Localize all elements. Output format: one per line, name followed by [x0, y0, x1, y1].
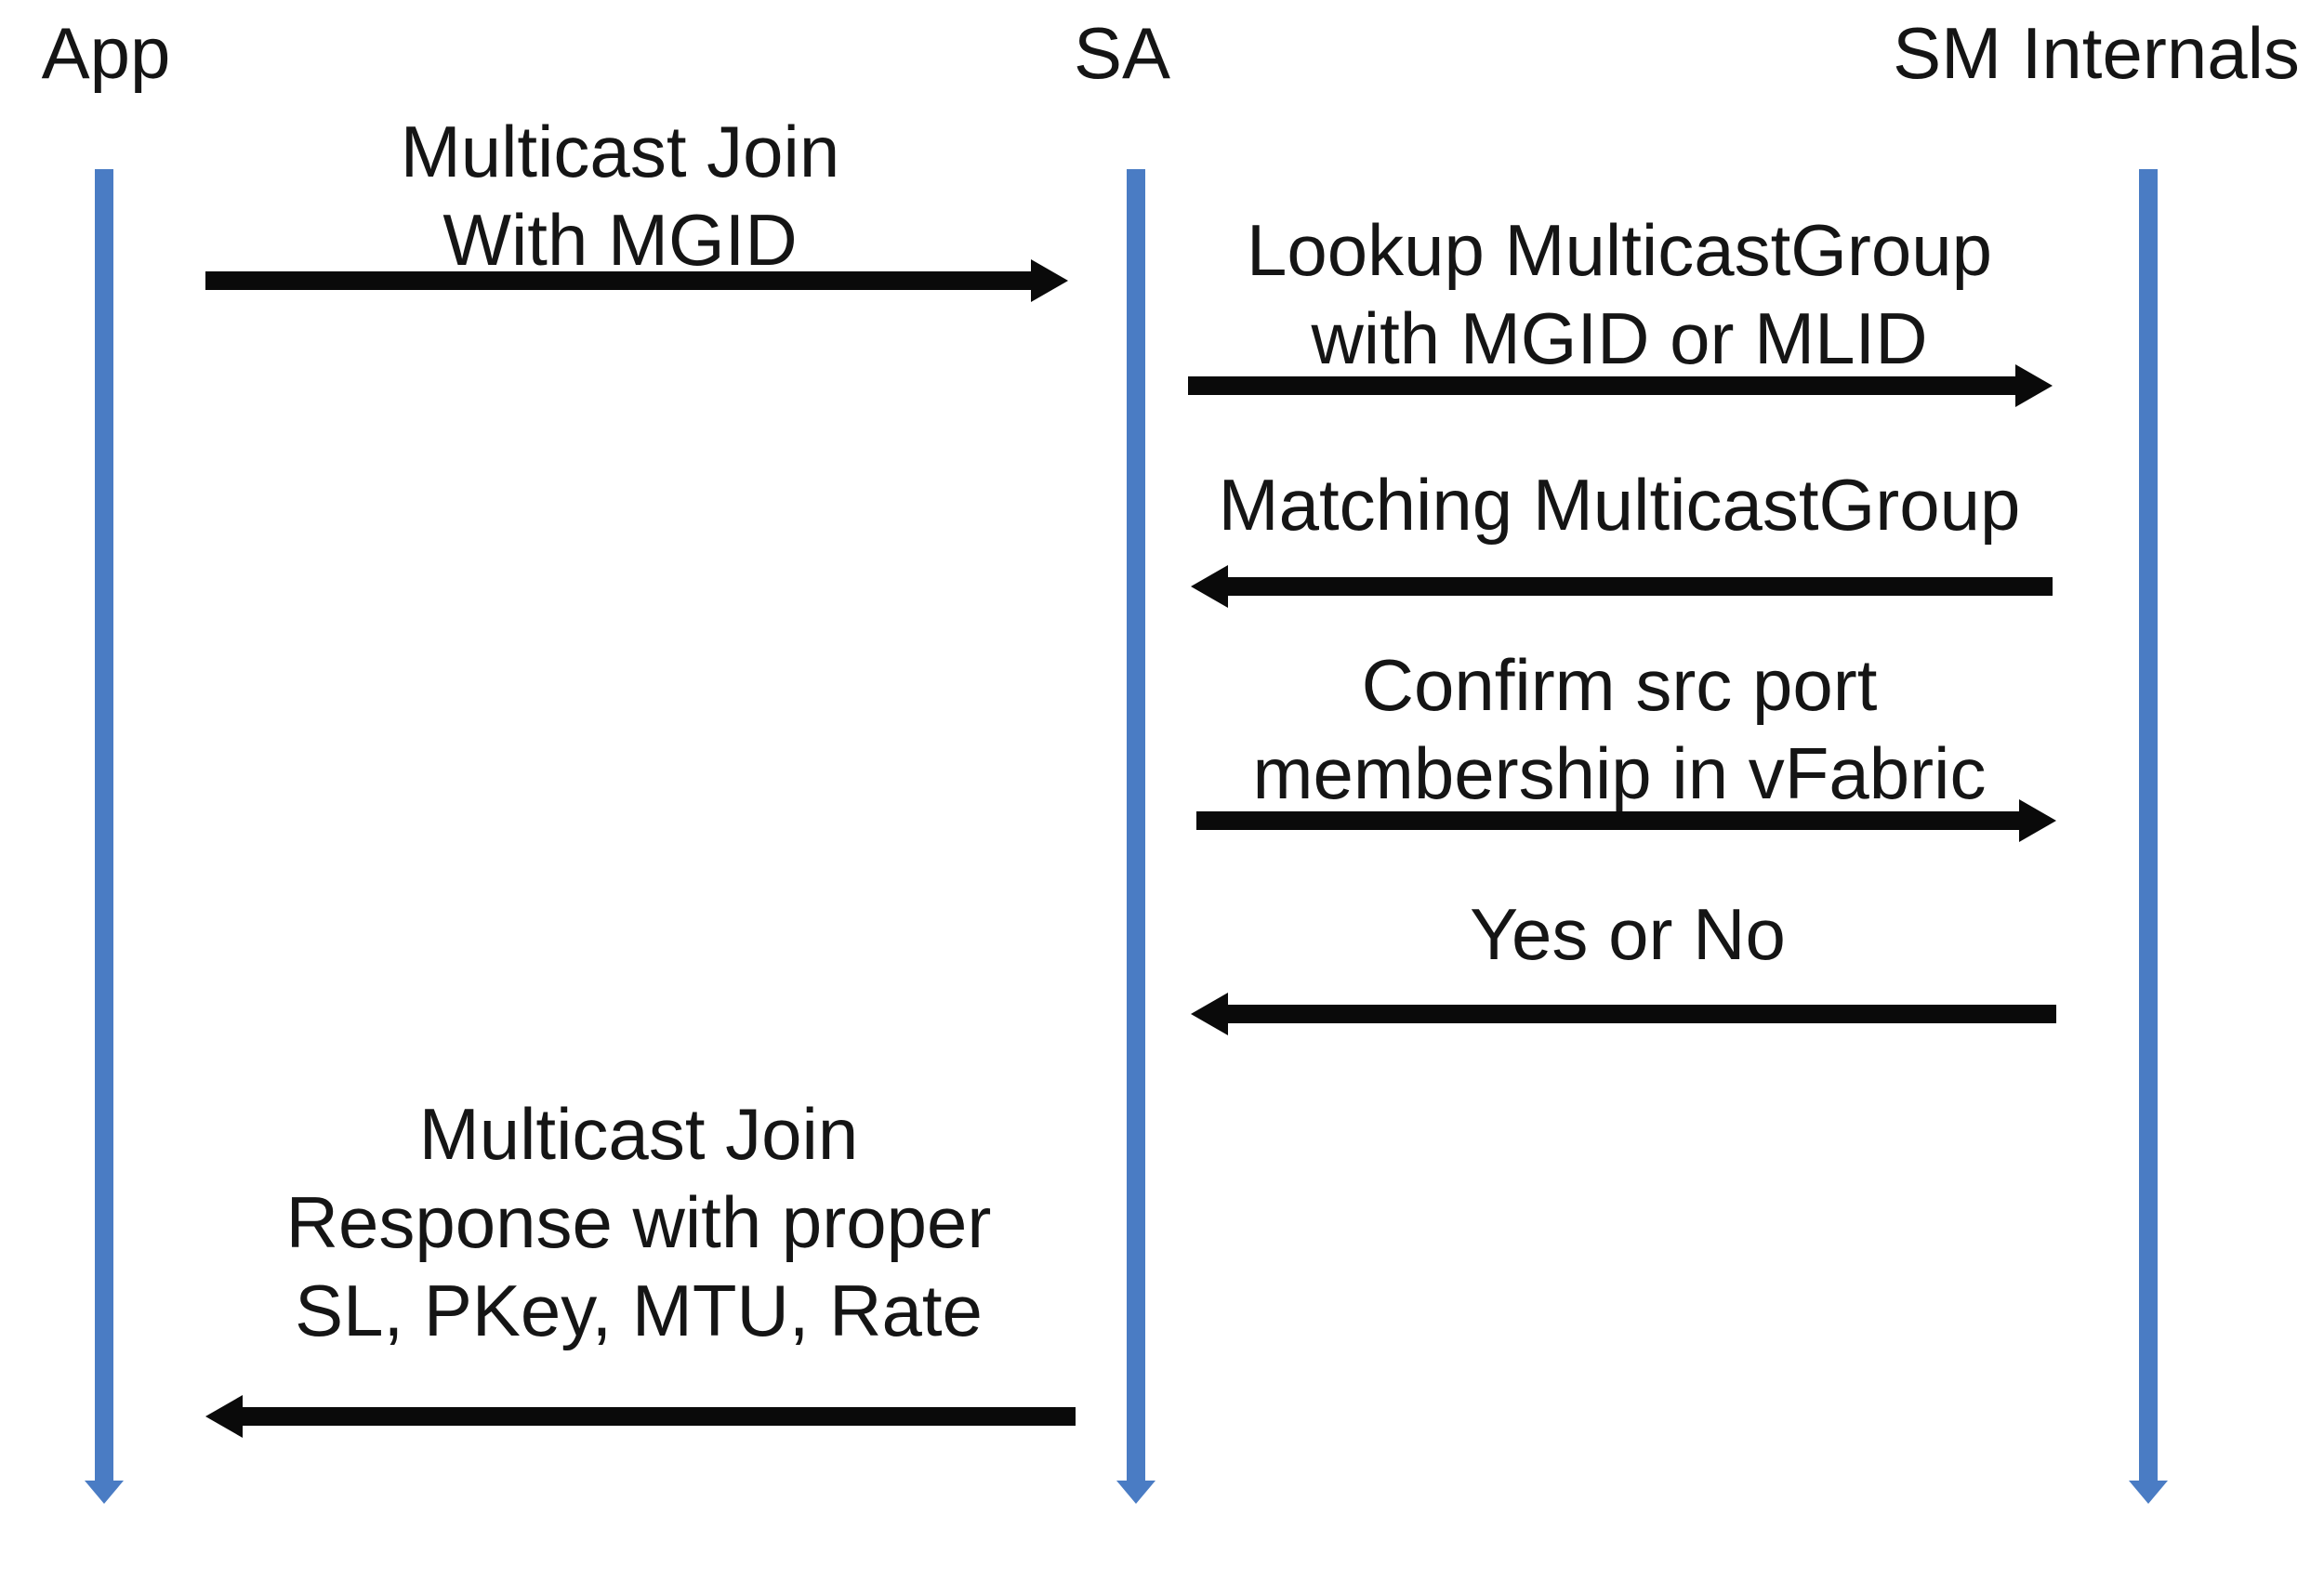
- message-2-arrow-shaft: [1188, 376, 2015, 395]
- message-1-label: Multicast Join With MGID: [401, 108, 840, 284]
- lifeline-sa-shaft: [1127, 169, 1145, 1481]
- message-3-line-1: Matching MulticastGroup: [1218, 464, 2021, 546]
- arrow-left-icon: [1191, 993, 1228, 1035]
- lifeline-sa: [1116, 169, 1155, 1504]
- message-2-label: Lookup MulticastGroup with MGID or MLID: [1247, 206, 1992, 383]
- arrow-right-icon: [1031, 259, 1068, 302]
- arrow-right-icon: [2015, 364, 2053, 407]
- actor-label-app: App: [41, 12, 171, 94]
- arrow-right-icon: [2019, 799, 2056, 842]
- message-6-arrow: [205, 1395, 1076, 1438]
- message-4-label: Confirm src port membership in vFabric: [1253, 641, 1987, 818]
- message-6-arrow-shaft: [243, 1407, 1076, 1426]
- message-5-line-1: Yes or No: [1470, 893, 1786, 975]
- message-2-arrow: [1188, 364, 2053, 407]
- message-3-label: Matching MulticastGroup: [1219, 461, 2021, 549]
- message-5-arrow-shaft: [1228, 1005, 2056, 1023]
- message-2-line-2: with MGID or MLID: [1311, 297, 1928, 379]
- arrow-left-icon: [1191, 565, 1228, 608]
- arrow-down-icon: [1116, 1481, 1155, 1504]
- message-2-line-1: Lookup MulticastGroup: [1246, 209, 1993, 291]
- message-6-label: Multicast Join Response with proper SL, …: [286, 1090, 992, 1355]
- message-6-line-1: Multicast Join: [418, 1093, 859, 1175]
- message-4-line-1: Confirm src port: [1361, 644, 1878, 726]
- arrow-down-icon: [85, 1481, 124, 1504]
- message-5-arrow: [1191, 993, 2056, 1035]
- arrow-left-icon: [205, 1395, 243, 1438]
- message-3-arrow: [1191, 565, 2053, 608]
- arrow-down-icon: [2129, 1481, 2168, 1504]
- lifeline-app: [85, 169, 124, 1504]
- lifeline-sm-internals-shaft: [2139, 169, 2158, 1481]
- message-6-line-3: SL, PKey, MTU, Rate: [295, 1270, 983, 1351]
- message-6-line-2: Response with proper: [285, 1181, 992, 1263]
- message-1-arrow: [205, 259, 1068, 302]
- lifeline-app-shaft: [95, 169, 113, 1481]
- message-4-line-2: membership in vFabric: [1252, 732, 1987, 814]
- actor-label-sa: SA: [1073, 12, 1171, 94]
- message-4-arrow: [1196, 799, 2056, 842]
- actor-label-sm-internals: SM Internals: [1893, 12, 2300, 94]
- lifeline-sm-internals: [2129, 169, 2168, 1504]
- message-3-arrow-shaft: [1228, 577, 2053, 596]
- message-4-arrow-shaft: [1196, 811, 2019, 830]
- message-1-arrow-shaft: [205, 271, 1031, 290]
- message-1-line-1: Multicast Join: [400, 111, 840, 192]
- message-5-label: Yes or No: [1470, 890, 1786, 979]
- message-1-line-2: With MGID: [442, 199, 798, 281]
